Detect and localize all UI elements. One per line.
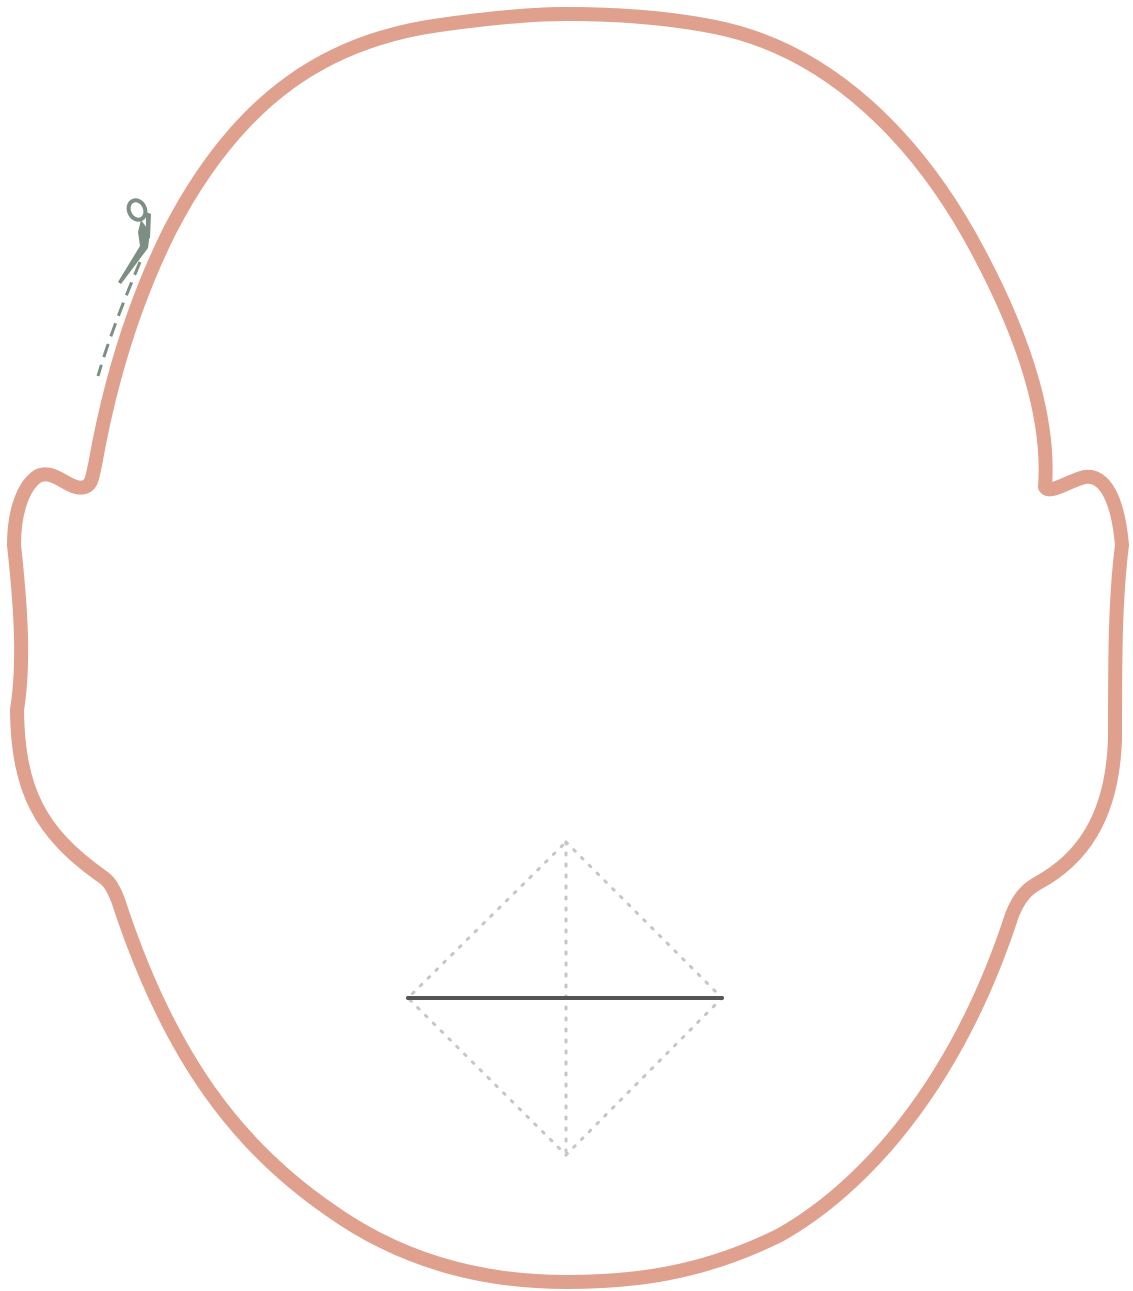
mouth-guide [408,842,722,1155]
head-outline [14,14,1122,1282]
